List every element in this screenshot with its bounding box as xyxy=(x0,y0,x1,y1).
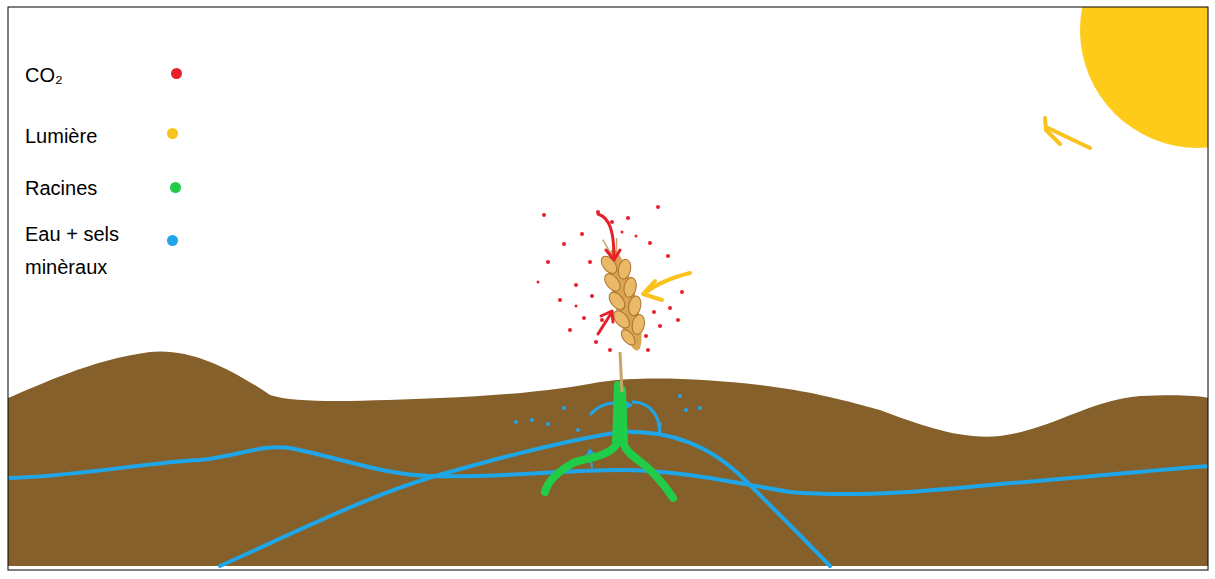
legend-entry: Eau + sels minèraux xyxy=(25,218,140,284)
water-arrow xyxy=(632,402,660,435)
co2-arrow xyxy=(598,214,620,334)
wheat-stalk xyxy=(620,352,622,392)
legend-label: Eau + sels minèraux xyxy=(25,218,140,284)
water-vein xyxy=(220,432,830,566)
legend-swatch xyxy=(167,128,178,139)
water-dots xyxy=(514,394,702,432)
legend-swatch xyxy=(167,235,178,246)
legend-swatch xyxy=(170,182,181,193)
legend-swatch xyxy=(171,68,182,79)
light-arrow xyxy=(643,118,1090,300)
sun xyxy=(1080,7,1208,148)
legend-label: Lumière xyxy=(25,120,140,153)
legend-entry: Lumière xyxy=(25,120,140,153)
legend-label: Racines xyxy=(25,172,140,205)
legend-entry: Racines xyxy=(25,172,140,205)
roots xyxy=(545,385,673,498)
co2-particles xyxy=(537,205,685,352)
legend-label: CO₂ xyxy=(25,59,140,92)
legend-entry: CO₂ xyxy=(25,59,140,92)
frame xyxy=(8,7,1208,570)
